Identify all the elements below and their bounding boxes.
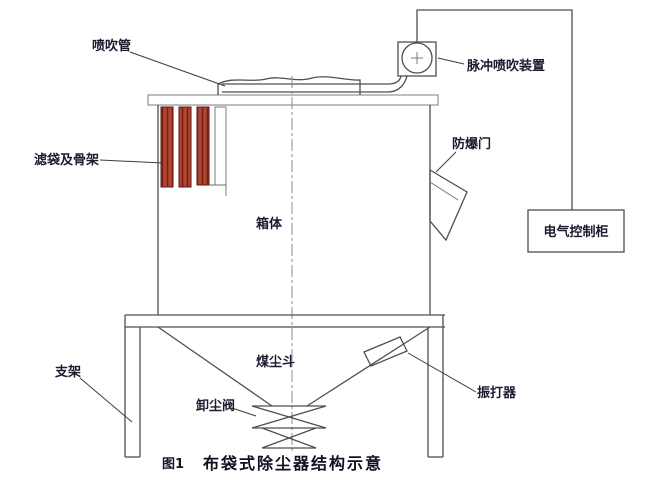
support-label: 支架 bbox=[54, 364, 81, 380]
electric-control-cabinet: 电气控制柜 bbox=[527, 209, 625, 253]
figure-caption: 图1 布袋式除尘器结构示意 bbox=[162, 454, 383, 473]
leader-discharge-valve bbox=[231, 407, 257, 417]
casing-label: 箱体 bbox=[256, 216, 283, 232]
rapper-device bbox=[363, 336, 408, 367]
support-frame bbox=[124, 314, 445, 458]
bag-frame-hook bbox=[209, 184, 227, 196]
leader-explosion-door bbox=[435, 151, 457, 173]
discharge-valve bbox=[251, 405, 327, 449]
filter-bag-4-outline bbox=[214, 106, 227, 186]
dust-hopper bbox=[157, 326, 431, 407]
pulse-device-label: 脉冲喷吹装置 bbox=[466, 58, 545, 74]
leader-rapper bbox=[407, 352, 477, 393]
pulse-injection-device bbox=[397, 41, 437, 77]
dust-hopper-label: 煤尘斗 bbox=[256, 354, 295, 370]
control-wiring bbox=[416, 9, 573, 210]
figure-number: 图1 bbox=[162, 457, 184, 472]
explosion-door-label: 防爆门 bbox=[452, 136, 491, 152]
filter-bag-3-hatch bbox=[197, 107, 209, 185]
leader-pulse-device bbox=[437, 57, 465, 65]
filter-bag-1-hatch bbox=[161, 107, 173, 187]
leader-filter-bag bbox=[99, 159, 164, 164]
figure-title: 布袋式除尘器结构示意 bbox=[203, 454, 383, 473]
leader-support bbox=[79, 377, 133, 423]
top-flange bbox=[147, 94, 439, 106]
leader-lines bbox=[79, 51, 477, 423]
leader-blow-pipe bbox=[129, 51, 226, 87]
filter-bag-2-hatch bbox=[179, 107, 191, 187]
casing-body bbox=[147, 94, 439, 315]
electric-control-cabinet-label: 电气控制柜 bbox=[543, 224, 608, 240]
filter-bags bbox=[160, 106, 227, 196]
blow-pipe bbox=[222, 75, 408, 93]
discharge-valve-label: 卸尘阀 bbox=[196, 398, 235, 414]
filter-bag-label: 滤袋及骨架 bbox=[34, 152, 99, 168]
blow-pipe-label: 喷吹管 bbox=[92, 38, 131, 54]
top-lid bbox=[217, 76, 361, 95]
explosion-door bbox=[429, 168, 468, 242]
rapper-label: 振打器 bbox=[477, 385, 517, 401]
